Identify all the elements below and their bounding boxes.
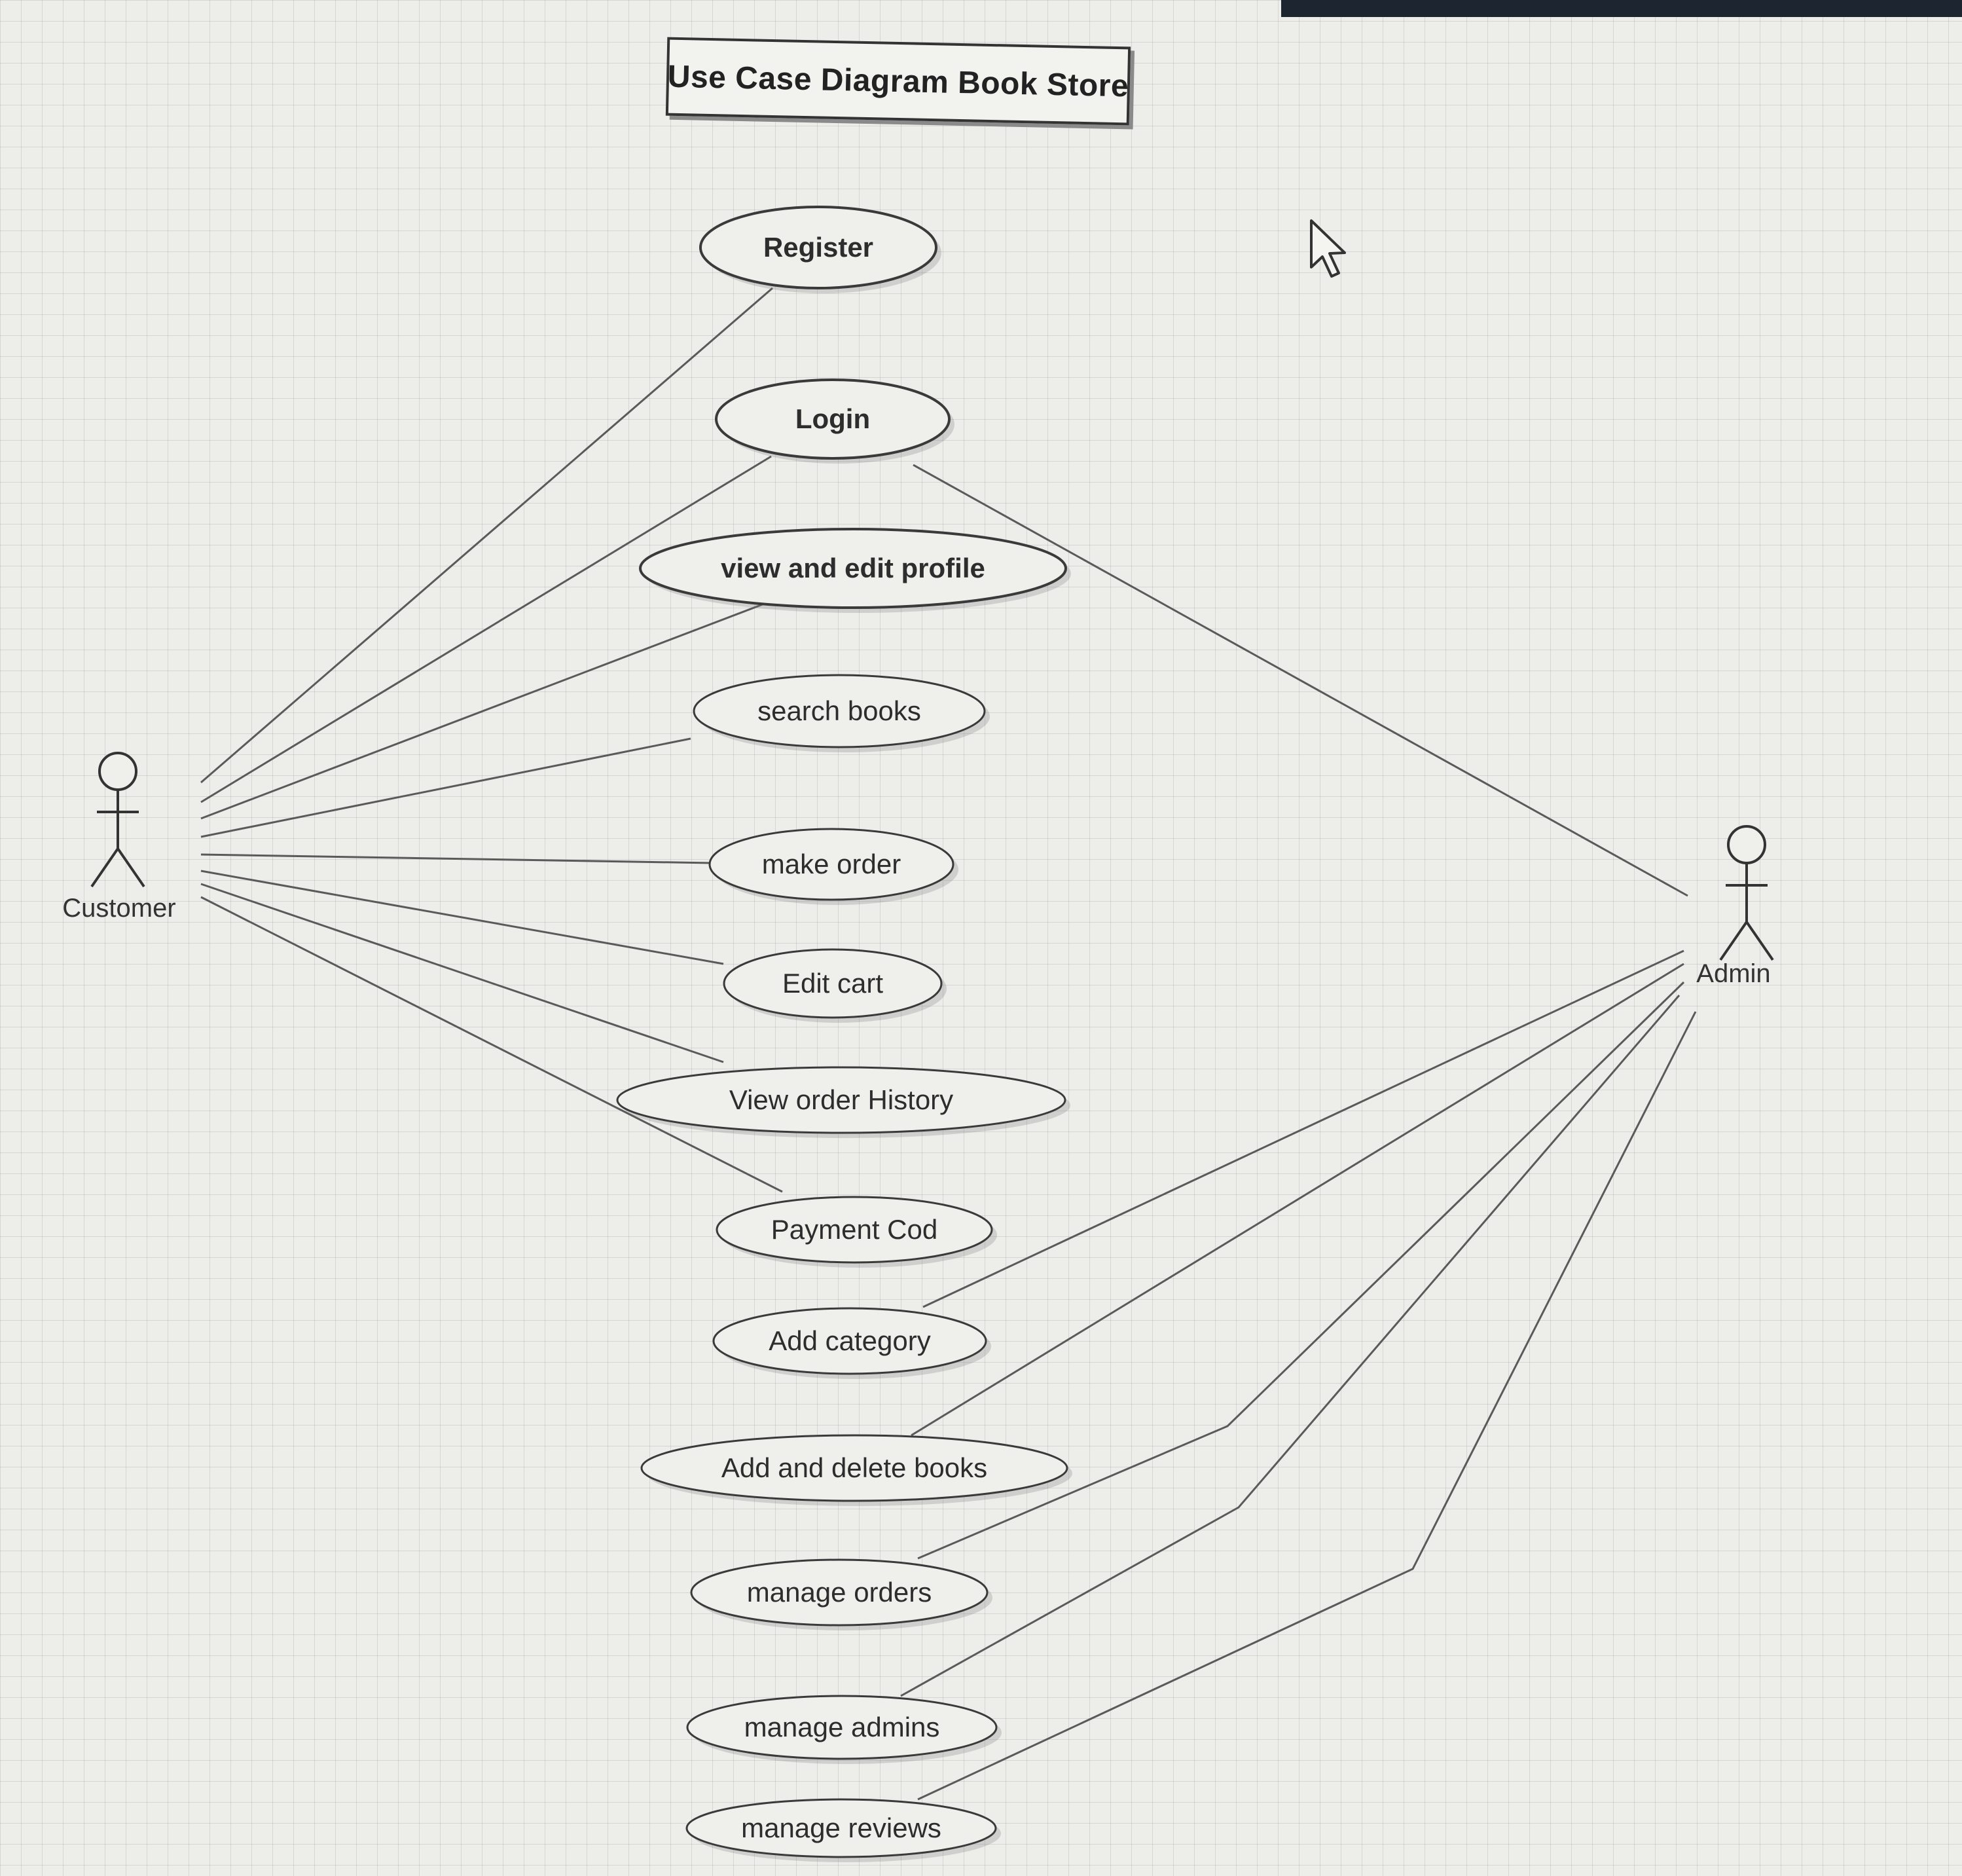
use-case-ellipse[interactable] <box>690 1558 989 1627</box>
use-case-edit-cart[interactable]: Edit cart <box>723 948 947 1023</box>
use-case-ellipse[interactable] <box>712 1307 987 1375</box>
use-case-manage-orders[interactable]: manage orders <box>690 1558 992 1630</box>
actor-limb <box>117 847 145 888</box>
use-case-label: view and edit profile <box>721 553 985 583</box>
use-case-add-category[interactable]: Add category <box>712 1307 991 1379</box>
actor-customer[interactable]: Customer <box>62 752 176 923</box>
use-case-ellipse[interactable] <box>685 1798 997 1858</box>
use-case-label: make order <box>762 849 901 879</box>
use-case-ellipse[interactable] <box>708 828 954 901</box>
use-case-ellipse[interactable] <box>716 1196 993 1264</box>
use-case-search-books[interactable]: search books <box>693 674 990 752</box>
use-case-label: Add and delete books <box>721 1452 987 1483</box>
association-admin-add-category[interactable] <box>922 949 1684 1308</box>
use-case-ellipse[interactable] <box>640 1434 1068 1502</box>
use-case-manage-reviews[interactable]: manage reviews <box>685 1798 1001 1862</box>
use-case-label: Register <box>763 232 873 263</box>
use-case-label: manage reviews <box>741 1812 941 1843</box>
association-admin-manage-reviews[interactable] <box>917 1011 1697 1801</box>
use-case-label: manage orders <box>747 1577 932 1608</box>
stick-figure-icon <box>1719 825 1774 961</box>
window-top-bar <box>1281 0 1962 17</box>
use-case-ellipse[interactable] <box>693 674 986 748</box>
use-case-label: View order History <box>729 1084 953 1115</box>
use-case-ellipse[interactable] <box>715 378 951 460</box>
mouse-pointer-icon <box>1310 219 1346 278</box>
association-customer-payment-cod[interactable] <box>200 896 783 1193</box>
use-case-add-delete-books[interactable]: Add and delete books <box>640 1434 1072 1506</box>
association-customer-register[interactable] <box>200 287 773 784</box>
association-admin-add-delete-books[interactable] <box>911 963 1684 1437</box>
association-customer-edit-cart[interactable] <box>200 870 724 965</box>
use-case-label: Login <box>795 403 870 434</box>
use-case-ellipse[interactable] <box>616 1066 1066 1134</box>
actor-limb <box>90 847 119 888</box>
association-admin-manage-admins[interactable] <box>900 995 1680 1697</box>
association-customer-view-order-history[interactable] <box>200 883 724 1063</box>
actor-label: Customer <box>62 894 175 923</box>
association-admin-login[interactable] <box>913 464 1688 897</box>
association-admin-manage-orders[interactable] <box>917 981 1685 1560</box>
stick-figure-icon <box>90 752 145 888</box>
use-case-label: Edit cart <box>782 968 883 999</box>
use-case-ellipse[interactable] <box>723 948 943 1019</box>
use-case-ellipse[interactable] <box>699 206 937 289</box>
use-case-label: search books <box>757 695 921 726</box>
association-customer-login[interactable] <box>200 455 772 803</box>
actor-label: Admin <box>1696 959 1770 988</box>
use-case-label: manage admins <box>744 1712 940 1742</box>
association-customer-search-books[interactable] <box>200 737 691 838</box>
actor-limb <box>1719 921 1748 961</box>
actor-limb <box>1745 921 1774 961</box>
actor-admin[interactable]: Admin <box>1696 825 1774 988</box>
use-case-payment-cod[interactable]: Payment Cod <box>716 1196 997 1268</box>
use-case-view-edit-profile[interactable]: view and edit profile <box>639 528 1071 613</box>
use-case-label: Payment Cod <box>771 1214 937 1245</box>
use-case-login[interactable]: Login <box>715 378 954 464</box>
use-case-view-order-history[interactable]: View order History <box>616 1066 1070 1138</box>
actor-head <box>98 752 137 791</box>
association-customer-make-order[interactable] <box>200 853 713 864</box>
associations-layer <box>200 287 1697 1801</box>
use-case-label: Add category <box>769 1325 931 1356</box>
use-case-manage-admins[interactable]: manage admins <box>686 1695 1002 1764</box>
association-customer-view-edit-profile[interactable] <box>200 603 763 820</box>
use-case-make-order[interactable]: make order <box>708 828 958 905</box>
use-case-ellipse[interactable] <box>686 1695 998 1760</box>
actor-head <box>1727 825 1766 864</box>
use-case-ellipse[interactable] <box>639 528 1067 609</box>
use-case-register[interactable]: Register <box>699 206 941 293</box>
